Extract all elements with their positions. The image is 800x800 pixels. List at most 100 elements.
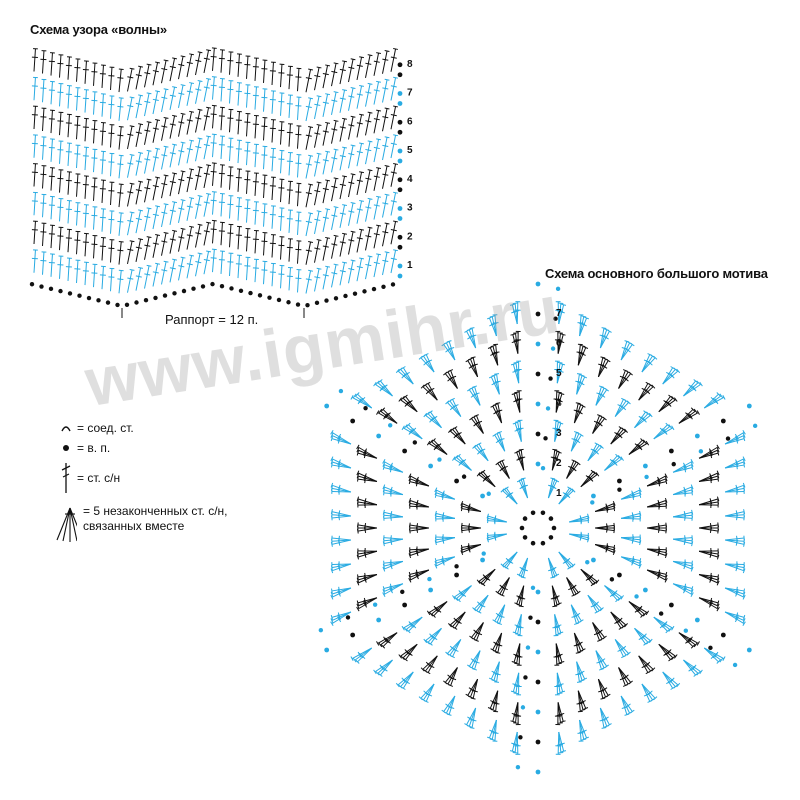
dc-stitch	[382, 78, 390, 103]
dc-stitch	[57, 140, 64, 164]
dc-stitch	[330, 563, 352, 574]
dc-stitch	[356, 113, 364, 138]
dc-stitch	[278, 63, 285, 88]
dc-stitch	[244, 141, 251, 166]
dc-stitch	[261, 117, 268, 141]
motif-round-number: 1	[556, 488, 562, 499]
dc-stitch	[445, 639, 462, 656]
chain-dot	[698, 449, 704, 454]
dc-stitch	[658, 643, 676, 661]
dc-stitch	[672, 538, 694, 547]
dc-stitch	[31, 134, 38, 158]
dc-stitch	[434, 510, 455, 519]
dc-stitch	[577, 346, 589, 366]
dc-stitch	[614, 400, 631, 417]
chain-dot	[545, 406, 551, 411]
chain-dot	[352, 291, 358, 296]
dc-stitch	[634, 412, 653, 429]
dc-stitch	[621, 492, 642, 500]
dc-stitch	[357, 548, 377, 555]
dc-stitch	[514, 585, 525, 606]
dc-stitch	[244, 55, 251, 79]
dc-stitch	[566, 577, 577, 597]
dc-stitch	[597, 679, 606, 700]
dc-stitch	[467, 650, 481, 669]
dc-stitch	[604, 456, 624, 471]
dc-stitch	[620, 695, 630, 716]
chain-dot	[105, 300, 111, 305]
dc-stitch	[227, 108, 234, 133]
dc-stitch	[82, 146, 89, 171]
dc-stitch	[474, 443, 489, 462]
dc-stitch	[295, 96, 302, 120]
dc-stitch	[512, 614, 522, 635]
dc-stitch	[135, 209, 143, 234]
dc-stitch	[464, 707, 477, 727]
dc-stitch	[331, 91, 339, 115]
dc-stitch	[169, 143, 177, 168]
chain-dot	[548, 535, 554, 540]
dc-stitch	[65, 171, 72, 195]
dc-stitch	[117, 154, 124, 179]
dc-stitch	[460, 543, 481, 550]
dc-stitch	[494, 373, 501, 395]
dc-stitch	[186, 110, 194, 135]
dc-stitch	[569, 533, 590, 543]
dc-stitch	[646, 548, 668, 559]
dc-stitch	[699, 476, 719, 484]
dc-stitch	[576, 690, 583, 713]
dc-stitch	[144, 121, 152, 145]
dc-stitch	[40, 107, 47, 132]
dc-stitch	[628, 601, 645, 618]
chain-dot	[286, 300, 291, 305]
wave-row-number: 2	[407, 231, 413, 242]
dc-stitch	[218, 193, 225, 217]
dc-stitch	[235, 197, 242, 221]
dc-stitch	[186, 254, 194, 279]
chain-dot	[540, 510, 546, 516]
dc-stitch	[547, 479, 560, 499]
chain-dot	[591, 493, 596, 499]
dc-stitch	[595, 526, 616, 534]
chain-dot	[528, 615, 533, 620]
dc-stitch	[186, 139, 194, 164]
dc-stitch	[460, 522, 481, 530]
dc-stitch	[724, 611, 746, 627]
chain-dot	[397, 91, 403, 96]
dc-stitch	[144, 63, 152, 88]
dc-stitch	[573, 632, 581, 654]
dc-stitch	[74, 259, 81, 284]
dc-stitch	[339, 175, 347, 200]
chain-dot	[617, 478, 622, 484]
dc-stitch	[203, 49, 211, 74]
dc-stitch	[409, 546, 429, 553]
dc-stitch	[599, 329, 612, 349]
chain-dot	[454, 564, 459, 569]
dc-stitch	[135, 180, 143, 205]
dc-stitch	[672, 560, 694, 572]
dc-stitch	[117, 97, 124, 121]
dc-stitch	[724, 462, 745, 470]
dc-stitch	[57, 226, 64, 251]
dc-stitch	[108, 124, 115, 148]
dc-stitch	[295, 211, 302, 235]
dc-stitch	[383, 559, 403, 566]
chain-dot	[437, 457, 442, 462]
dc-stitch	[699, 501, 719, 508]
dc-stitch	[305, 183, 313, 208]
dc-stitch	[99, 265, 106, 290]
chain-dot	[397, 187, 403, 193]
dc-stitch	[244, 84, 251, 108]
dc-stitch	[443, 667, 458, 685]
double-crochet-icon	[55, 461, 77, 495]
dc-stitch	[348, 173, 356, 198]
dc-stitch	[210, 162, 217, 186]
dc-stitch	[618, 667, 628, 687]
dc-stitch	[339, 232, 347, 257]
dc-stitch	[634, 627, 648, 646]
dc-stitch	[305, 269, 313, 294]
dc-stitch	[390, 191, 398, 216]
dc-stitch	[314, 95, 322, 120]
dc-stitch	[91, 177, 98, 201]
